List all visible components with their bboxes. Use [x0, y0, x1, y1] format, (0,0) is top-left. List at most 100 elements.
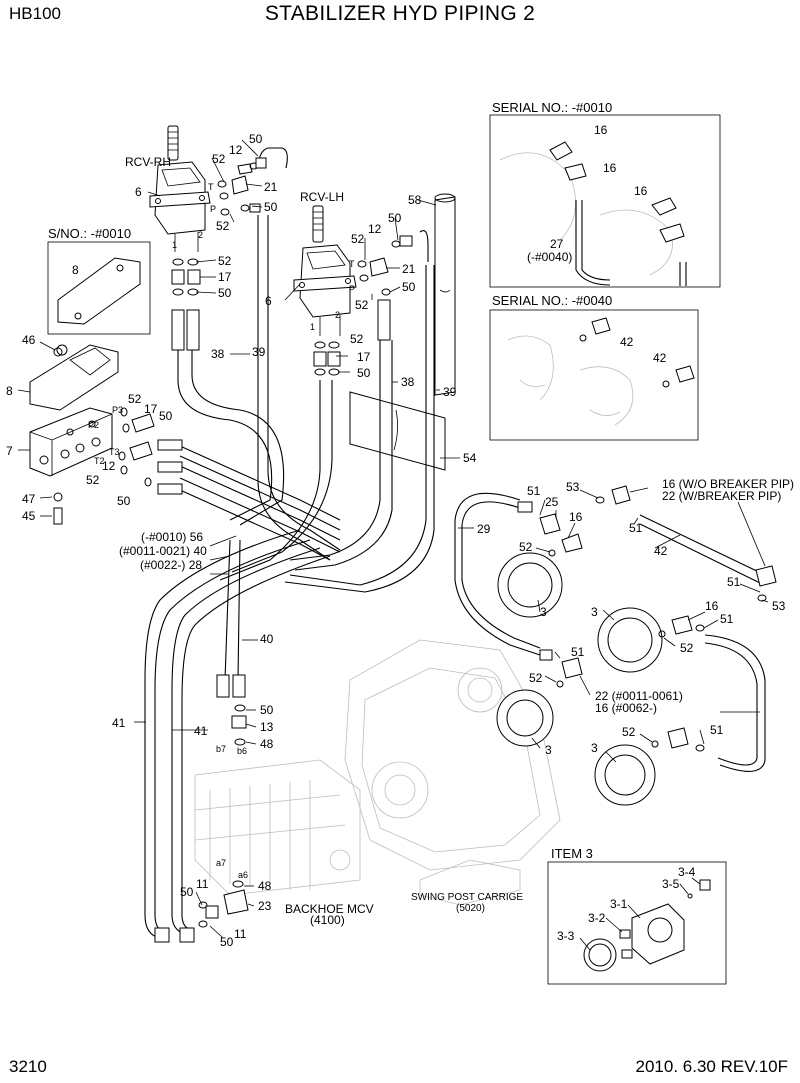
- port-p2: P2: [88, 420, 99, 430]
- port-t-lh: T: [349, 259, 355, 269]
- callout-3-4: 3-4: [678, 865, 696, 879]
- callouts: 6 50 12 52 21 50 52 52 17 50 38 39 6 50 …: [6, 123, 786, 949]
- serial-0040-box: [489, 309, 699, 441]
- callout-12: 12: [368, 222, 382, 236]
- callout-50: 50: [388, 211, 402, 225]
- revision-date: 2010. 6.30 REV.10F: [635, 1057, 789, 1076]
- label-swing-post: SWING POST CARRIGE: [411, 892, 523, 903]
- callout-52: 52: [216, 219, 230, 233]
- callout-50: 50: [260, 703, 274, 717]
- callout-7: 7: [6, 444, 13, 458]
- callout-52: 52: [86, 473, 100, 487]
- port-p-rh: P: [210, 204, 216, 214]
- callout-46: 46: [22, 333, 36, 347]
- label-backhoe-mcv-code: (4100): [310, 913, 345, 927]
- hose-network: [144, 147, 766, 939]
- callout-3-5: 3-5: [662, 877, 680, 891]
- port-2-rh: 2: [198, 230, 203, 240]
- callout-51: 51: [710, 723, 724, 737]
- leader-lines: [17, 139, 769, 951]
- note-27: 27: [550, 237, 564, 251]
- callout-25: 25: [545, 495, 559, 509]
- callout-52: 52: [622, 725, 636, 739]
- title-serial-0040: SERIAL NO.: -#0040: [492, 293, 612, 308]
- callout-38: 38: [211, 347, 225, 361]
- port-1-rh: 1: [172, 240, 177, 250]
- callout-29: 29: [477, 522, 491, 536]
- tube-58: [434, 193, 456, 396]
- manifold-block-7: [29, 344, 119, 525]
- callout-54: 54: [463, 451, 477, 465]
- callout-51: 51: [727, 575, 741, 589]
- callout-52: 52: [351, 232, 365, 246]
- callout-48: 48: [260, 737, 274, 751]
- label-swing-post-code: (5020): [456, 903, 485, 914]
- callout-51: 51: [629, 521, 643, 535]
- callout-21: 21: [264, 180, 278, 194]
- box-titles: SERIAL NO.: -#0010 SERIAL NO.: -#0040 S/…: [48, 100, 612, 861]
- callout-50: 50: [357, 366, 371, 380]
- callout-50: 50: [264, 200, 278, 214]
- callout-16: 16: [603, 161, 617, 175]
- port-t3: T3: [109, 447, 120, 457]
- callout-6: 6: [135, 185, 142, 199]
- swing-post-carriage-drawing: [344, 639, 561, 906]
- callout-40: 40: [260, 632, 274, 646]
- callout-11: 11: [196, 877, 209, 891]
- callout-58: 58: [408, 193, 422, 207]
- callout-3: 3: [540, 605, 547, 619]
- callout-39: 39: [252, 345, 266, 359]
- callout-52: 52: [519, 540, 533, 554]
- callout-52: 52: [350, 332, 364, 346]
- fittings: [118, 157, 777, 943]
- callout-39: 39: [443, 385, 457, 399]
- label-rcv-lh: RCV-LH: [300, 190, 344, 204]
- callout-3-3: 3-3: [557, 929, 575, 943]
- rcv-lh-valve: [293, 205, 357, 336]
- port-a7: a7: [216, 858, 226, 868]
- note-40: (#0011-0021) 40: [119, 544, 207, 558]
- callout-45: 45: [22, 509, 36, 523]
- label-backhoe-mcv: BACKHOE MCV: [285, 902, 374, 916]
- callout-51: 51: [720, 612, 734, 626]
- title-item3: ITEM 3: [551, 846, 593, 861]
- callout-50: 50: [117, 494, 131, 508]
- callout-52: 52: [218, 254, 232, 268]
- note-56: (-#0010) 56: [141, 530, 203, 544]
- callout-38: 38: [401, 375, 415, 389]
- callout-21: 21: [402, 262, 416, 276]
- callout-41: 41: [112, 716, 126, 730]
- port-t2: T2: [94, 456, 105, 466]
- callout-50: 50: [180, 885, 194, 899]
- callout-51: 51: [527, 484, 541, 498]
- callout-17: 17: [357, 350, 371, 364]
- note-22-serial: 22 (#0011-0061): [595, 689, 683, 703]
- callout-47: 47: [22, 492, 36, 506]
- callout-12: 12: [102, 459, 116, 473]
- model-code: HB100: [9, 4, 61, 23]
- port-p3: P3: [112, 405, 123, 415]
- callout-3: 3: [591, 605, 598, 619]
- port-a6: a6: [238, 870, 248, 880]
- label-rcv-rh: RCV-RH: [125, 155, 171, 169]
- page-title: STABILIZER HYD PIPING 2: [264, 2, 536, 25]
- callout-23: 23: [258, 899, 272, 913]
- callout-17: 17: [218, 270, 232, 284]
- port-b6: b6: [237, 746, 247, 756]
- callout-16: 16: [569, 510, 583, 524]
- backhoe-mcv-drawing: [194, 759, 361, 896]
- port-p-lh: P: [349, 284, 355, 294]
- callout-8: 8: [72, 263, 79, 277]
- cylinders: [496, 552, 663, 806]
- callout-11: 11: [234, 927, 247, 941]
- callout-53: 53: [772, 599, 786, 613]
- callout-50: 50: [159, 409, 173, 423]
- callout-3-1: 3-1: [610, 897, 628, 911]
- callout-52: 52: [529, 671, 543, 685]
- callout-50: 50: [220, 935, 234, 949]
- callout-50: 50: [218, 286, 232, 300]
- port-2-lh: 2: [335, 310, 340, 320]
- callout-42: 42: [653, 351, 667, 365]
- title-sno-0010: S/NO.: -#0010: [48, 226, 131, 241]
